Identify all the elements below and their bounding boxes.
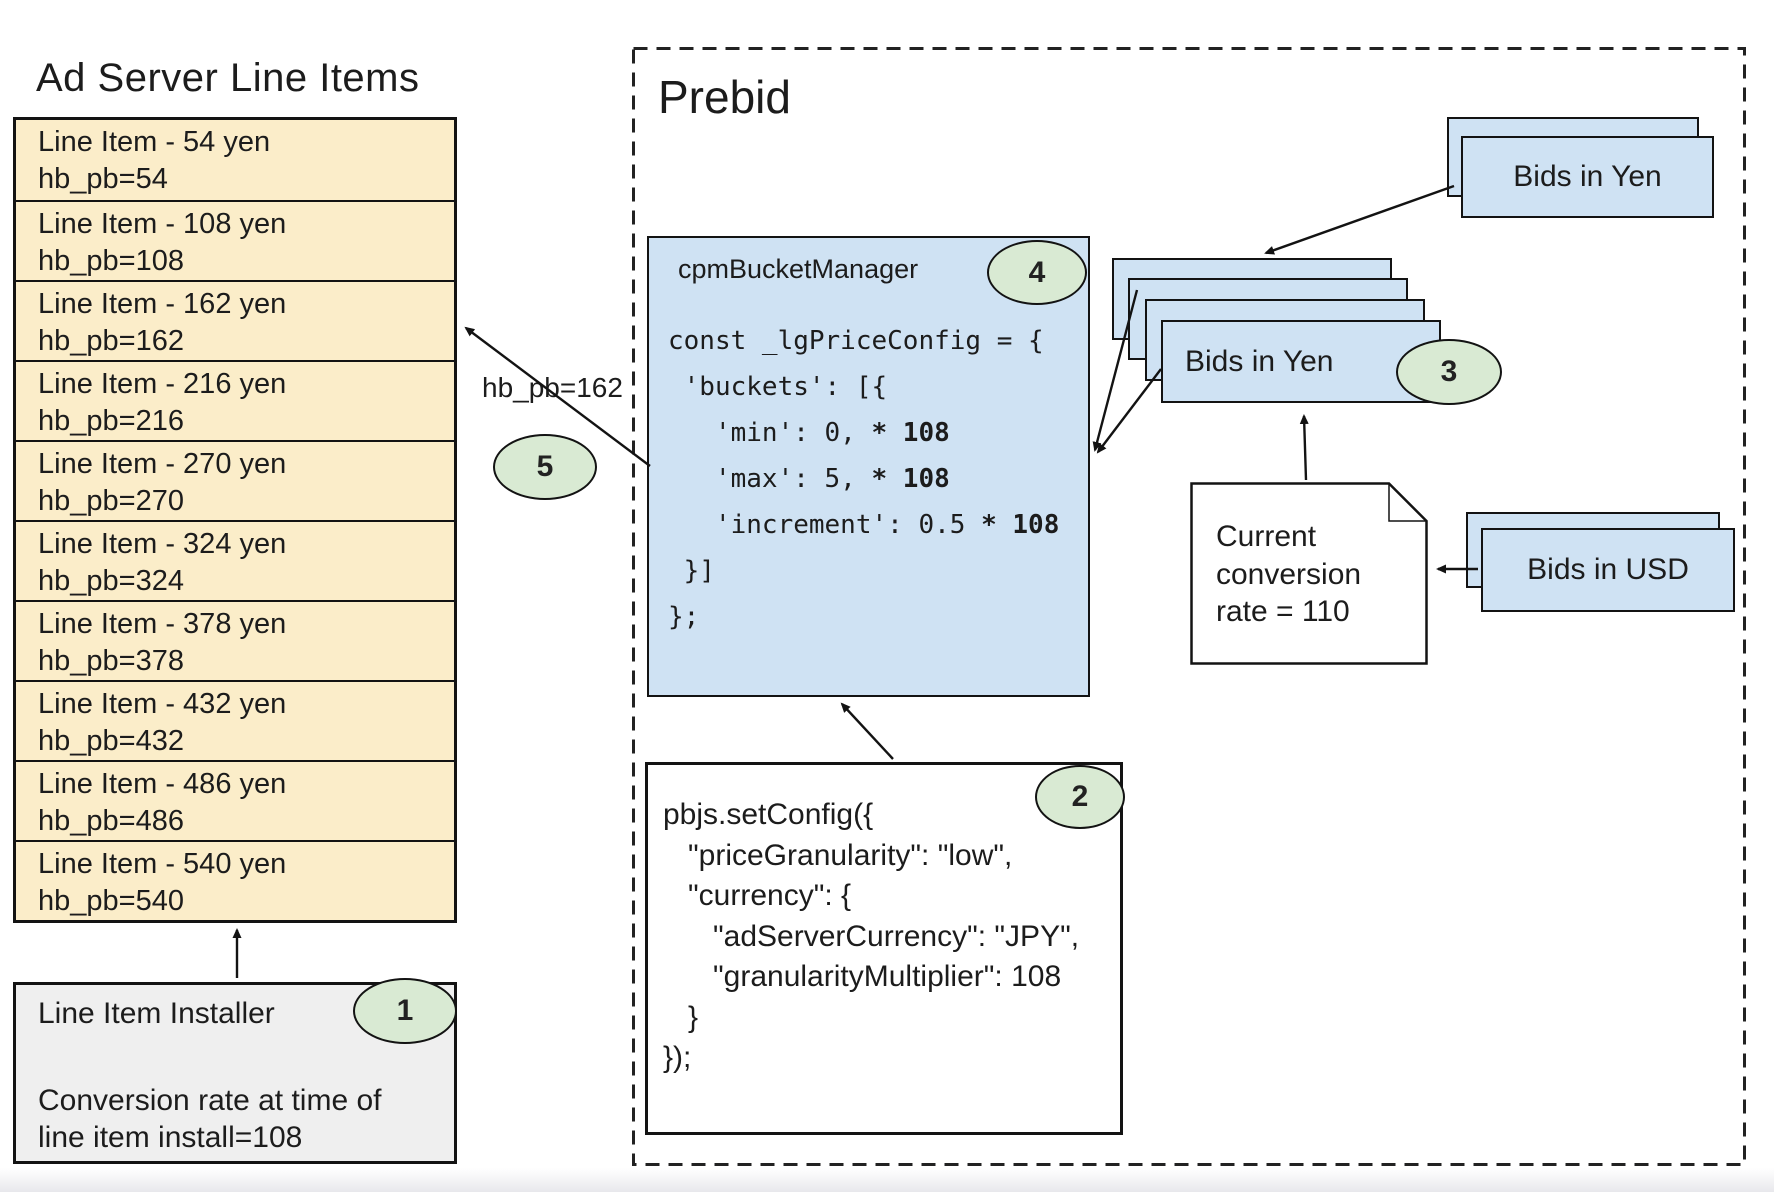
installer-note-line2: line item install=108	[38, 1121, 303, 1154]
line-item-key: hb_pb=162	[38, 325, 184, 357]
table-row: Line Item - 378 yen hb_pb=378	[16, 600, 454, 680]
ad-server-title: Ad Server Line Items	[36, 56, 420, 100]
line-item-label: Line Item - 486 yen	[38, 768, 287, 800]
page-bottom-strip	[0, 1168, 1774, 1192]
conversion-note-fold	[1388, 483, 1427, 522]
code-text: 'min': 0,	[668, 418, 872, 448]
code-bold: * 108	[981, 510, 1060, 540]
conversion-note-line3: rate = 110	[1216, 595, 1350, 628]
code-line: "priceGranularity": "low",	[663, 838, 1013, 872]
code-text: 'max': 5,	[668, 464, 872, 494]
arrow-yen-top-to-stack	[1264, 184, 1455, 255]
bids-in-usd-label: Bids in USD	[1527, 553, 1689, 586]
code-line: "granularityMultiplier": 108	[663, 960, 1062, 993]
line-item-key: hb_pb=216	[38, 405, 184, 437]
prebid-title: Prebid	[658, 71, 791, 123]
installer-note-line1: Conversion rate at time of	[38, 1084, 382, 1117]
step-badge-4: 4	[987, 240, 1087, 305]
conversion-note-line2: conversion	[1216, 557, 1362, 591]
line-item-label: Line Item - 216 yen	[38, 368, 287, 400]
code-line: pbjs.setConfig({	[663, 798, 874, 831]
table-row: Line Item - 324 yen hb_pb=324	[16, 520, 454, 600]
table-row: Line Item - 486 yen hb_pb=486	[16, 760, 454, 840]
bids-in-yen-top-card: Bids in Yen	[1461, 136, 1714, 218]
table-row: Line Item - 216 yen hb_pb=216	[16, 360, 454, 440]
table-row: Line Item - 270 yen hb_pb=270	[16, 440, 454, 520]
line-item-key: hb_pb=486	[38, 805, 184, 837]
table-row: Line Item - 54 yen hb_pb=54	[16, 120, 454, 200]
line-item-label: Line Item - 540 yen	[38, 848, 287, 880]
line-item-key: hb_pb=432	[38, 725, 184, 757]
code-line: "currency": {	[663, 879, 852, 912]
line-item-key: hb_pb=54	[38, 163, 168, 195]
code-line: }	[663, 1000, 699, 1034]
line-item-key: hb_pb=378	[38, 645, 184, 677]
line-item-label: Line Item - 378 yen	[38, 608, 287, 640]
set-config-box	[645, 762, 1123, 1135]
code-bold: * 108	[871, 418, 950, 448]
code-line: 'min': 0, * 108	[668, 410, 1059, 456]
code-text: 'increment': 0.5	[668, 510, 982, 540]
code-text: 'buckets': [{	[668, 372, 888, 402]
bids-in-yen-stack-label: Bids in Yen	[1185, 344, 1334, 378]
step-badge-3: 3	[1396, 339, 1502, 405]
hb-pb-arrow-label: hb_pb=162	[482, 372, 623, 403]
line-item-key: hb_pb=108	[38, 245, 184, 277]
line-item-key: hb_pb=324	[38, 565, 184, 597]
code-bold: * 108	[871, 464, 950, 494]
line-item-label: Line Item - 162 yen	[38, 288, 287, 320]
line-item-key: hb_pb=270	[38, 485, 184, 517]
code-text: }]	[668, 556, 715, 586]
arrow-conversion-to-yen-stack	[1299, 414, 1309, 481]
step-badge-5: 5	[493, 434, 597, 500]
installer-conversion-note: Conversion rate at time of line item ins…	[38, 1082, 382, 1156]
table-row: Line Item - 432 yen hb_pb=432	[16, 680, 454, 760]
code-line: });	[663, 1041, 692, 1074]
set-config-code: pbjs.setConfig({ "priceGranularity": "lo…	[663, 795, 1079, 1079]
code-line: 'buckets': [{	[668, 364, 1059, 410]
line-item-label: Line Item - 54 yen	[38, 126, 271, 158]
bids-in-usd-card: Bids in USD	[1481, 528, 1735, 612]
cpm-bucket-manager-title: cpmBucketManager	[678, 254, 919, 284]
arrow-stack-to-bucketmanager-2	[1096, 368, 1162, 454]
code-line: const _lgPriceConfig = {	[668, 318, 1059, 364]
line-item-label: Line Item - 432 yen	[38, 688, 287, 720]
conversion-note-line1: Current	[1216, 520, 1317, 553]
code-text: const _lgPriceConfig = {	[668, 326, 1044, 356]
code-line: 'max': 5, * 108	[668, 456, 1059, 502]
bids-in-yen-stack-front-card: Bids in Yen	[1161, 320, 1441, 403]
code-line: }]	[668, 548, 1059, 594]
line-item-label: Line Item - 270 yen	[38, 448, 287, 480]
bucket-config-code: const _lgPriceConfig = { 'buckets': [{ '…	[668, 318, 1059, 640]
code-line: };	[668, 594, 1059, 640]
step-badge-2: 2	[1035, 765, 1125, 829]
step-badge-1: 1	[353, 978, 457, 1044]
code-line: "adServerCurrency": "JPY",	[663, 919, 1080, 953]
bids-in-yen-top-label: Bids in Yen	[1513, 160, 1662, 193]
code-text: };	[668, 602, 700, 632]
line-item-installer-title: Line Item Installer	[38, 997, 275, 1030]
conversion-rate-note: Current conversion rate = 110	[1216, 518, 1361, 631]
cpm-bucket-manager-box	[647, 236, 1090, 697]
line-item-key: hb_pb=540	[38, 885, 184, 917]
arrow-setconfig-to-bucketmanager	[840, 702, 894, 760]
line-item-label: Line Item - 108 yen	[38, 208, 287, 240]
table-row: Line Item - 540 yen hb_pb=540	[16, 840, 454, 920]
line-items-table: Line Item - 54 yen hb_pb=54 Line Item - …	[13, 117, 457, 923]
table-row: Line Item - 108 yen hb_pb=108	[16, 200, 454, 280]
table-row: Line Item - 162 yen hb_pb=162	[16, 280, 454, 360]
code-line: 'increment': 0.5 * 108	[668, 502, 1059, 548]
line-item-label: Line Item - 324 yen	[38, 528, 287, 560]
